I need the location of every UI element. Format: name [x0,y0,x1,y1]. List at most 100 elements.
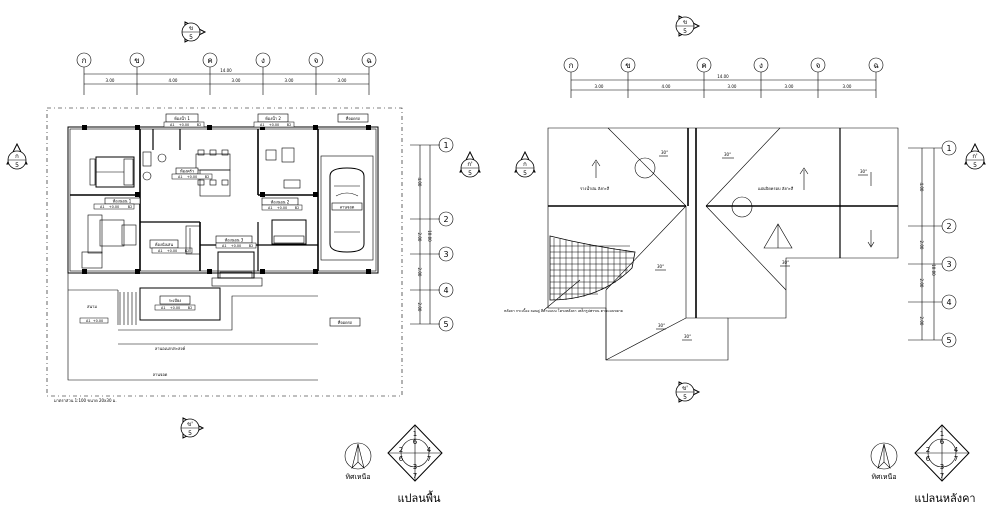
svg-text:4: 4 [954,446,959,454]
svg-text:B2: B2 [197,123,201,127]
svg-text:ห้องน้ำ 2: ห้องน้ำ 2 [265,114,281,121]
roof-dimension-top: 14.00 3.00 4.00 3.00 3.00 3.00 [571,74,876,91]
svg-text:ที่จอดรถ: ที่จอดรถ [337,320,352,325]
room-kitchen: ห้องครัว A1 +0.00 B2 [171,149,231,197]
svg-text:5: 5 [15,162,19,169]
svg-text:B2: B2 [295,206,299,210]
svg-text:A1: A1 [178,175,182,179]
svg-text:2.00: 2.00 [919,241,924,250]
section-marker-right: ก' 5 [459,150,481,178]
svg-text:2: 2 [443,215,448,224]
svg-text:ก': ก' [467,161,473,168]
svg-text:30°: 30° [724,152,731,157]
svg-text:3.00: 3.00 [232,78,241,83]
svg-text:7: 7 [940,472,944,480]
grid-bubble-col-5: จ [308,52,324,95]
svg-text:A1: A1 [268,206,272,210]
svg-text:B2: B2 [249,244,253,248]
svg-text:A1: A1 [161,306,165,310]
svg-text:A1: A1 [86,319,90,323]
svg-text:7: 7 [427,455,431,463]
svg-text:รางน้ำฝน สังกะสี: รางน้ำฝน สังกะสี [580,184,610,191]
svg-text:2.00: 2.00 [417,233,422,242]
svg-text:ห้องนอน 2: ห้องนอน 2 [271,200,290,205]
svg-text:3: 3 [940,463,944,471]
svg-text:ข': ข' [682,385,688,392]
section-marker-roof-right: ก' 5 [964,142,986,170]
roof-grid-columns: ก ข ค ง จ ฉ [563,57,884,98]
svg-text:2: 2 [946,222,951,231]
svg-text:ก: ก [523,161,527,168]
svg-text:30°: 30° [684,334,691,339]
svg-text:+0.00: +0.00 [231,244,241,248]
legend-roof: ทิศเหนือ 1 6 2 6 4 7 3 7 แปลนหลังคา [870,424,976,505]
svg-text:2.00: 2.00 [417,303,422,312]
svg-text:ข: ข [625,61,630,70]
grid-bubble-col-1: ก [76,52,92,95]
svg-text:30°: 30° [661,150,668,155]
svg-text:+0.00: +0.00 [269,123,279,127]
svg-text:ข': ข' [187,421,193,428]
svg-text:+0.00: +0.00 [179,123,189,127]
svg-text:6: 6 [399,455,404,463]
svg-text:30°: 30° [657,264,664,269]
svg-text:ห้องน้ำ 1: ห้องน้ำ 1 [174,114,190,121]
svg-text:ก: ก [82,56,87,65]
svg-text:5: 5 [683,394,687,401]
room-garage: ที่จอดรถ ลานจอด [320,113,374,261]
section-marker-top: ข 5 [181,21,207,43]
svg-text:3.00: 3.00 [595,84,604,89]
north-label-floor: ทิศเหนือ [345,473,370,481]
svg-text:2.00: 2.00 [919,279,924,288]
svg-text:ก': ก' [972,153,978,160]
svg-text:3: 3 [946,260,951,269]
svg-text:ข: ข [683,19,687,26]
svg-text:B2: B2 [185,249,189,253]
room-living: ห้องนั่งเล่น A1 +0.00 B2 [81,214,201,269]
grid-bubble-col-3: ค [202,52,218,95]
svg-text:3.00: 3.00 [785,84,794,89]
svg-text:B2: B2 [205,175,209,179]
floor-plan: ก ข ค ง จ [6,21,481,439]
grid-bubble-col-6: ฉ [361,52,377,95]
svg-text:ก: ก [15,153,19,160]
svg-text:B2: B2 [128,205,132,209]
svg-text:ลานอเนกประสงค์: ลานอเนกประสงค์ [155,346,186,351]
svg-text:6: 6 [413,438,418,446]
floor-grid-rows: 1 2 3 4 5 10.00 4.00 2.00 2.00 2.00 [410,137,454,332]
roof-plan-title: แปลนหลังคา [914,492,975,505]
svg-text:ห้องครัว: ห้องครัว [180,169,194,174]
svg-text:2.00: 2.00 [919,317,924,326]
svg-text:ห้องนั่งเล่น: ห้องนั่งเล่น [155,242,173,247]
floor-scale-note: มาตราส่วน 1:100 ขนาด 20x30 ม. [54,398,117,403]
svg-text:1: 1 [413,430,417,438]
svg-text:10.00: 10.00 [931,264,936,276]
svg-text:5: 5 [189,34,193,41]
car-icon [329,167,365,253]
svg-text:ห้องนอน 3: ห้องนอน 3 [225,238,244,243]
grid-bubble-col-4: ง [255,52,271,95]
svg-text:30°: 30° [782,260,789,265]
svg-text:+0.00: +0.00 [277,206,287,210]
north-label-roof: ทิศเหนือ [871,473,896,481]
section-marker-roof-left: ก 5 [514,150,536,178]
svg-text:ค: ค [207,56,212,65]
svg-text:ระเบียง: ระเบียง [169,298,182,303]
svg-text:4: 4 [443,286,448,295]
room-bath-1: ห้องน้ำ 1 A1 +0.00 B2 [142,113,205,181]
section-marker-roof-top: ข 5 [675,15,701,37]
svg-text:ฉ: ฉ [366,56,372,65]
svg-text:1: 1 [940,430,944,438]
svg-text:14.00: 14.00 [717,74,729,79]
svg-text:4.00: 4.00 [169,78,178,83]
svg-text:4: 4 [427,446,432,454]
roof-outline [547,127,899,361]
legend-floor: ทิศเหนือ 1 6 2 6 4 7 3 7 แปลนพื้น [344,424,443,505]
svg-text:3.00: 3.00 [843,84,852,89]
svg-text:5: 5 [188,430,192,437]
svg-text:A1: A1 [222,244,226,248]
svg-text:+0.00: +0.00 [167,249,177,253]
svg-text:1: 1 [946,144,951,153]
section-marker-bottom: ข' 5 [180,417,205,439]
svg-text:7: 7 [413,472,417,480]
